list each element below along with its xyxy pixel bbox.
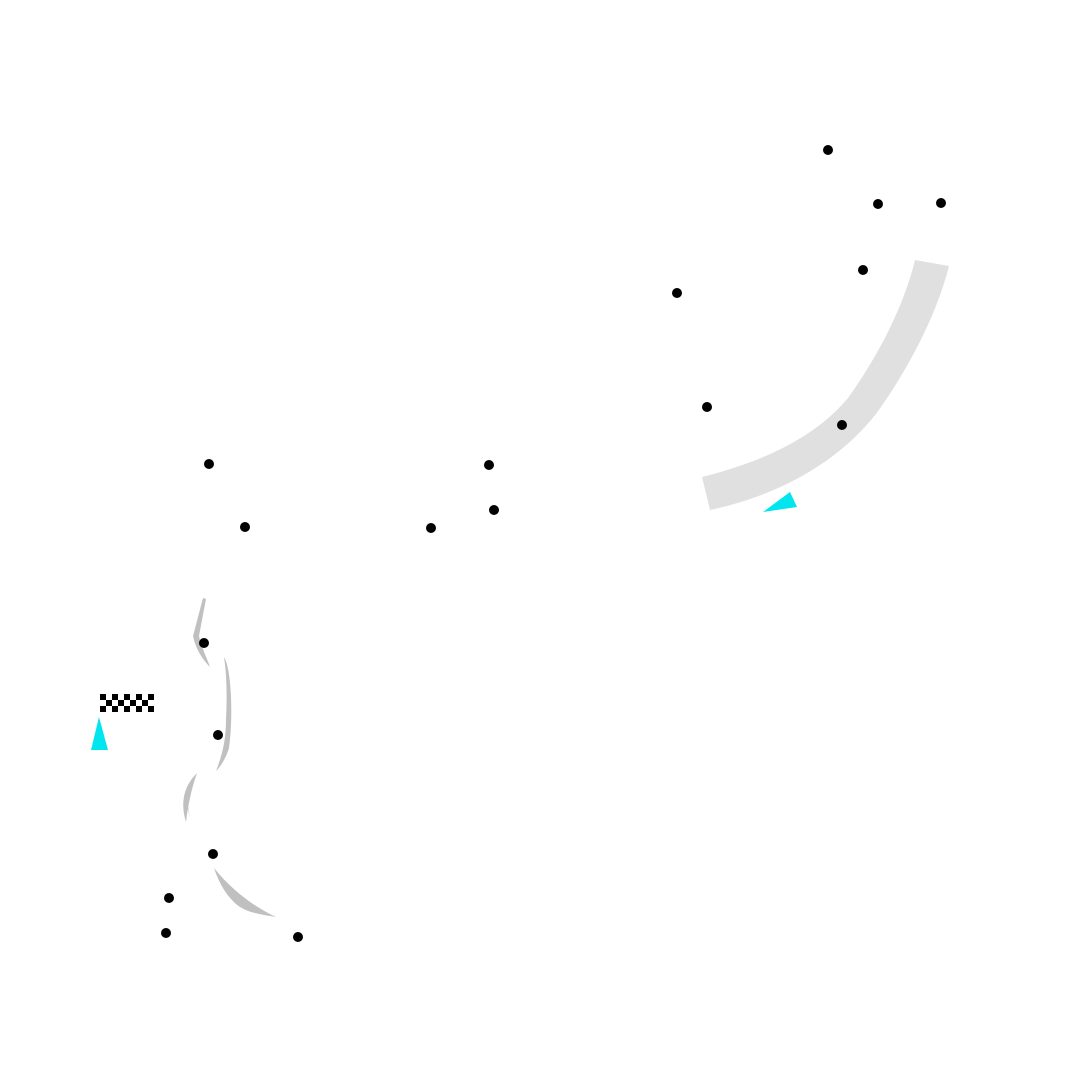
waypoint-dot bbox=[823, 145, 833, 155]
flag-square bbox=[130, 694, 136, 700]
waypoint-dot bbox=[199, 638, 209, 648]
flag-square bbox=[106, 706, 112, 712]
track-segment-curve bbox=[702, 260, 949, 510]
flag-square bbox=[136, 706, 142, 712]
flag-square bbox=[130, 700, 136, 706]
track-edge-sliver bbox=[183, 773, 197, 822]
player-marker-arrow bbox=[91, 717, 108, 750]
track-edge-sliver bbox=[193, 598, 210, 667]
checkered-flag-icon bbox=[100, 694, 154, 712]
flag-square bbox=[118, 706, 124, 712]
flag-square bbox=[130, 706, 136, 712]
flag-square bbox=[106, 700, 112, 706]
flag-square bbox=[112, 706, 118, 712]
flag-square bbox=[142, 694, 148, 700]
flag-square bbox=[124, 700, 130, 706]
waypoint-dot bbox=[164, 893, 174, 903]
waypoint-dot bbox=[858, 265, 868, 275]
flag-square bbox=[148, 706, 154, 712]
waypoint-dot bbox=[489, 505, 499, 515]
track-edge-left bbox=[183, 598, 276, 917]
flag-square bbox=[148, 694, 154, 700]
flag-square bbox=[124, 706, 130, 712]
waypoint-dot bbox=[204, 459, 214, 469]
flag-square bbox=[136, 700, 142, 706]
waypoint-dot bbox=[702, 402, 712, 412]
flag-square bbox=[100, 694, 106, 700]
waypoint-dot bbox=[936, 198, 946, 208]
waypoint-markers bbox=[161, 145, 946, 942]
flag-square bbox=[100, 700, 106, 706]
waypoint-dot bbox=[213, 730, 223, 740]
flag-square bbox=[118, 694, 124, 700]
flag-square bbox=[100, 706, 106, 712]
waypoint-dot bbox=[837, 420, 847, 430]
flag-square bbox=[124, 694, 130, 700]
player-marker-arrow bbox=[763, 492, 797, 512]
flag-square bbox=[118, 700, 124, 706]
flag-square bbox=[148, 700, 154, 706]
flag-square bbox=[142, 706, 148, 712]
waypoint-dot bbox=[672, 288, 682, 298]
track-edge-sliver bbox=[216, 657, 232, 771]
waypoint-dot bbox=[240, 522, 250, 532]
waypoint-dot bbox=[208, 849, 218, 859]
track-edge-sliver bbox=[214, 868, 276, 917]
waypoint-dot bbox=[484, 460, 494, 470]
flag-square bbox=[106, 694, 112, 700]
waypoint-dot bbox=[873, 199, 883, 209]
flag-square bbox=[136, 694, 142, 700]
waypoint-dot bbox=[293, 932, 303, 942]
waypoint-dot bbox=[161, 928, 171, 938]
flag-square bbox=[112, 700, 118, 706]
waypoint-dot bbox=[426, 523, 436, 533]
flag-square bbox=[112, 694, 118, 700]
flag-square bbox=[142, 700, 148, 706]
